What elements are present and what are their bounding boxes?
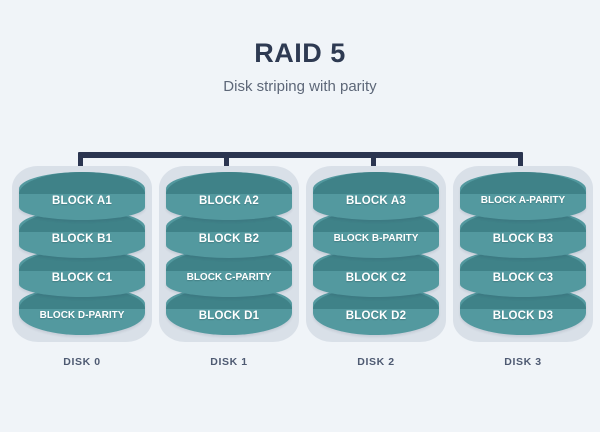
disk-block: BLOCK A3 <box>313 172 439 220</box>
block-label: BLOCK B1 <box>51 232 113 245</box>
disk-block-parity: BLOCK A-PARITY <box>460 172 586 220</box>
block-label: BLOCK C1 <box>51 271 113 284</box>
disk-stack-3: BLOCK A-PARITY BLOCK B3 BLOCK C3 BLOCK D… <box>453 166 593 381</box>
disk-array: BLOCK A1 BLOCK B1 BLOCK C1 BLOCK D-PARIT… <box>0 166 600 381</box>
disk-caption-0: DISK 0 <box>63 356 101 368</box>
disk-block: BLOCK A2 <box>166 172 292 220</box>
page-subtitle: Disk striping with parity <box>223 78 377 96</box>
cylinder-cap-icon <box>166 172 292 194</box>
block-label: BLOCK D3 <box>492 309 554 322</box>
cylinder-cap-icon <box>460 172 586 194</box>
block-label: BLOCK C-PARITY <box>186 272 272 283</box>
diagram-header: RAID 5 Disk striping with parity <box>0 38 600 95</box>
disk-caption-3: DISK 3 <box>504 356 542 368</box>
disk-caption-2: DISK 2 <box>357 356 395 368</box>
disk-stack-0: BLOCK A1 BLOCK B1 BLOCK C1 BLOCK D-PARIT… <box>12 166 152 381</box>
block-label: BLOCK A2 <box>199 194 259 207</box>
disk-block: BLOCK A1 <box>19 172 145 220</box>
block-label: BLOCK A3 <box>346 194 406 207</box>
block-label: BLOCK B3 <box>492 232 554 245</box>
block-label: BLOCK C2 <box>345 271 407 284</box>
cylinder-cap-icon <box>19 172 145 194</box>
block-label: BLOCK D2 <box>345 309 407 322</box>
disk-stack-2: BLOCK A3 BLOCK B-PARITY BLOCK C2 BLOCK D… <box>306 166 446 381</box>
disk-body-3: BLOCK A-PARITY BLOCK B3 BLOCK C3 BLOCK D… <box>460 172 586 335</box>
page-title: RAID 5 <box>254 38 346 68</box>
block-label: BLOCK B-PARITY <box>333 233 419 244</box>
disk-stack-1: BLOCK A2 BLOCK B2 BLOCK C-PARITY BLOCK D… <box>159 166 299 381</box>
disk-body-1: BLOCK A2 BLOCK B2 BLOCK C-PARITY BLOCK D… <box>166 172 292 335</box>
cylinder-cap-icon <box>313 172 439 194</box>
disk-body-0: BLOCK A1 BLOCK B1 BLOCK C1 BLOCK D-PARIT… <box>19 172 145 335</box>
block-label: BLOCK D-PARITY <box>39 310 125 321</box>
bus-rail <box>78 152 523 158</box>
block-label: BLOCK D1 <box>198 309 260 322</box>
block-label: BLOCK A1 <box>52 194 112 207</box>
block-label: BLOCK A-PARITY <box>480 195 566 206</box>
block-label: BLOCK B2 <box>198 232 260 245</box>
block-label: BLOCK C3 <box>492 271 554 284</box>
disk-body-2: BLOCK A3 BLOCK B-PARITY BLOCK C2 BLOCK D… <box>313 172 439 335</box>
disk-caption-1: DISK 1 <box>210 356 248 368</box>
